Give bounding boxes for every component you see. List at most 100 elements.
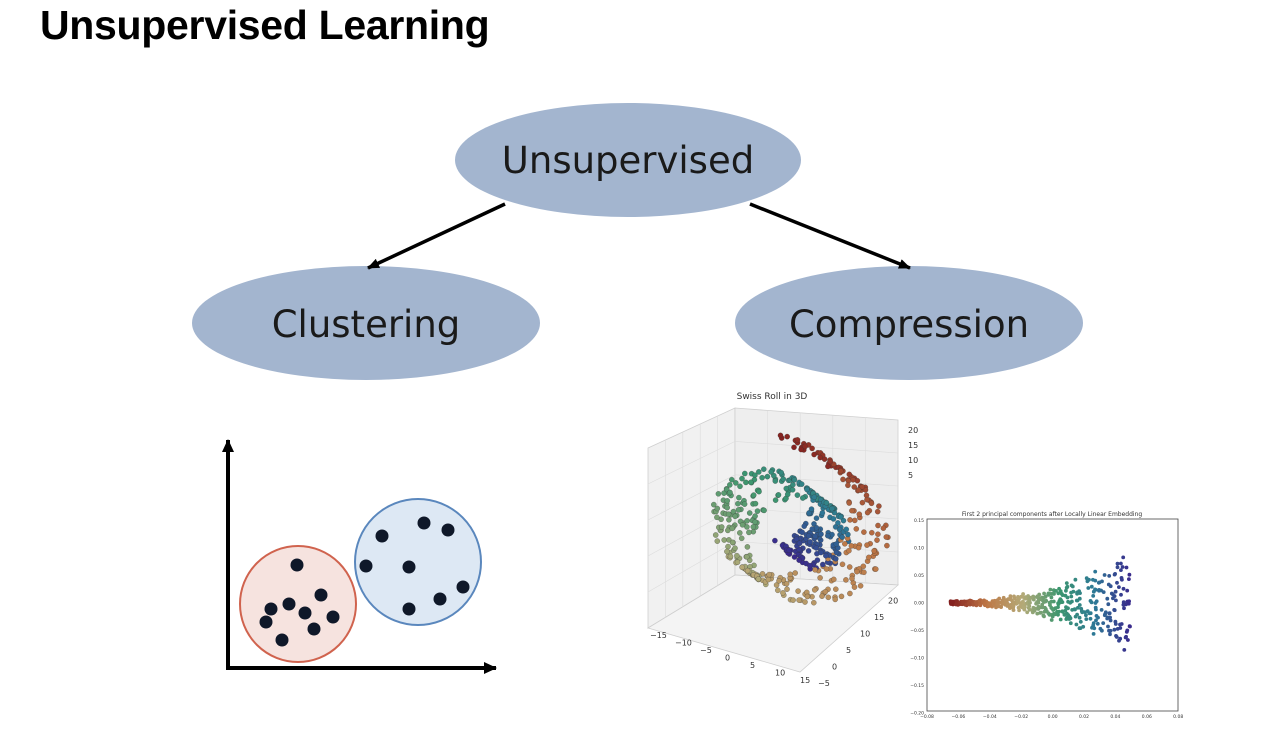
swiss-y-tick-label: 20 (888, 597, 898, 606)
lle-point (1067, 617, 1072, 621)
swiss-roll-point (750, 492, 757, 498)
swiss-roll-point (813, 515, 820, 521)
lle-point (1105, 596, 1110, 601)
swiss-roll-point (796, 597, 802, 603)
lle-point (1122, 648, 1127, 652)
swiss-roll-point (737, 483, 743, 490)
lle-point (1093, 578, 1098, 583)
lle-point (1040, 605, 1044, 609)
cluster-point (275, 633, 289, 647)
swiss-roll-point (726, 517, 732, 523)
lle-point (1108, 628, 1113, 633)
swiss-roll-point (812, 567, 818, 573)
lle-point (1041, 596, 1046, 600)
lle-point (1126, 638, 1130, 642)
lle-point (1008, 594, 1013, 599)
lle-point (1050, 606, 1055, 611)
cluster-point (282, 597, 296, 611)
swiss-roll-point (808, 506, 815, 512)
lle-point (1127, 599, 1131, 604)
lle-y-tick-label: −0.15 (910, 683, 924, 689)
lle-point (1073, 607, 1077, 612)
swiss-roll-point (715, 491, 722, 497)
lle-y-tick-label: 0.05 (914, 573, 924, 579)
lle-point (1102, 613, 1107, 618)
cluster-point (359, 559, 373, 573)
swiss-x-tick-label: −5 (700, 646, 712, 655)
swiss-roll-title: Swiss Roll in 3D (737, 392, 808, 402)
clustering-illustration (222, 439, 497, 674)
lle-point (1108, 618, 1113, 623)
swiss-roll-point (839, 534, 845, 540)
swiss-roll-point (860, 563, 867, 570)
lle-y-tick-label: 0.10 (914, 546, 924, 552)
cluster-point (314, 588, 328, 602)
lle-point (1111, 596, 1115, 601)
cluster-point (402, 602, 416, 616)
swiss-roll-point (786, 547, 792, 553)
lle-point (1103, 610, 1108, 615)
lle-point (1041, 613, 1046, 618)
lle-point (978, 603, 983, 608)
swiss-roll-point (776, 578, 782, 584)
swiss-roll-point (712, 532, 719, 538)
swiss-roll-point (819, 593, 825, 599)
lle-point (966, 601, 971, 606)
swiss-roll-point (849, 575, 855, 582)
lle-point (1012, 594, 1016, 599)
swiss-roll-point (811, 494, 818, 500)
swiss-roll-point (874, 537, 880, 543)
lle-point (1093, 569, 1098, 574)
swiss-roll-point (807, 539, 813, 545)
lle-point (1119, 561, 1123, 566)
lle-point (1122, 606, 1126, 611)
swiss-roll-point (792, 570, 798, 576)
lle-point (1061, 610, 1065, 614)
lle-point (1055, 609, 1059, 614)
cluster-red (239, 545, 357, 663)
swiss-roll-point (846, 564, 853, 570)
swiss-roll-point (775, 587, 781, 594)
lle-point (1089, 600, 1094, 605)
swiss-roll-point (871, 548, 877, 554)
swiss-roll-point (732, 545, 738, 551)
lle-point (1092, 626, 1097, 631)
swiss-roll-point (833, 549, 840, 556)
swiss-roll-point (736, 494, 742, 501)
swiss-roll-point (813, 545, 820, 551)
swiss-roll-point (721, 537, 727, 543)
lle-point (1008, 606, 1012, 610)
lle-point (1114, 598, 1118, 603)
lle-point (1077, 615, 1082, 620)
swiss-z-tick-label: 15 (908, 441, 918, 450)
swiss-roll-point (778, 469, 784, 476)
lle-point (1026, 594, 1030, 598)
lle-point (1041, 599, 1046, 604)
lle-x-tick-label: 0.04 (1110, 714, 1120, 720)
lle-point (1112, 627, 1117, 632)
lle-point (1106, 602, 1111, 607)
edge-to-clustering (367, 202, 506, 270)
swiss-roll-point (823, 552, 829, 559)
lle-point (1105, 616, 1110, 621)
swiss-roll-point (794, 437, 801, 443)
swiss-roll-point (809, 445, 815, 452)
swiss-roll-point (764, 473, 771, 480)
lle-point (1070, 599, 1074, 604)
swiss-roll-point (864, 496, 870, 503)
swiss-roll-point (847, 517, 853, 523)
swiss-roll-point (729, 539, 736, 546)
lle-x-tick-label: 0.00 (1048, 714, 1058, 720)
swiss-roll-point (859, 484, 866, 490)
swiss-roll-point (861, 529, 867, 535)
swiss-roll-point (765, 576, 772, 583)
swiss-roll-point (761, 507, 767, 514)
cluster-point (307, 622, 321, 636)
swiss-x-tick-label: 15 (800, 676, 810, 685)
lle-plot: First 2 principal components after Local… (910, 511, 1183, 720)
lle-point (971, 602, 976, 607)
swiss-roll-point (711, 501, 717, 508)
swiss-roll-point (875, 522, 881, 529)
cluster-point (417, 516, 431, 530)
